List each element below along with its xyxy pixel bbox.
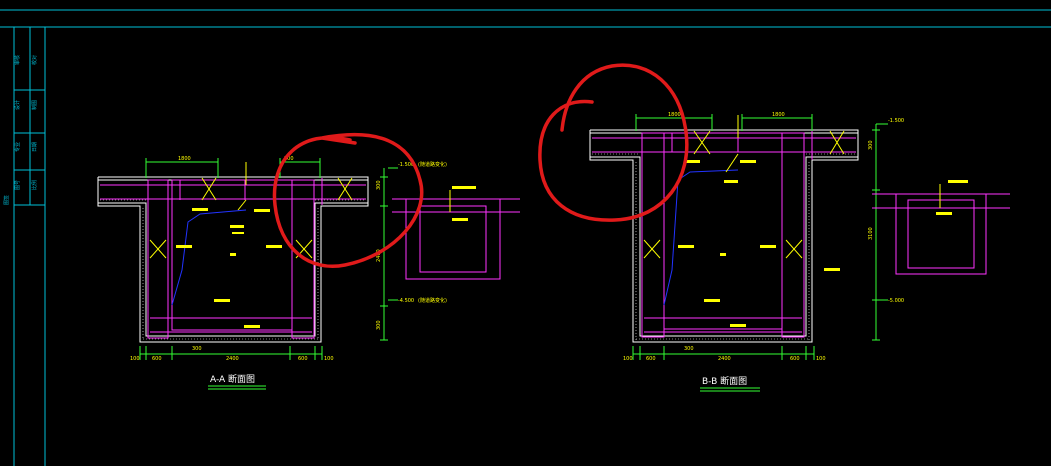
section-a-bottom-dim-1: 100 [130,356,140,362]
section-b-level-top: -1.500 [888,118,904,124]
section-b-rebar [592,130,856,338]
section-b-bottom-dim-5: 100 [816,356,826,362]
section-b-title: B-B 断面图 [702,375,747,387]
section-a-annotations [176,162,282,328]
svg-text:图签: 图签 [3,195,10,205]
section-a-lead-line [171,209,247,306]
section-b-top-dim-left: 1800 [668,112,681,118]
title-block-cells: 审核 校对 设计 制图 专业 日期 图号 比例 图签 [3,55,38,205]
section-b-top-dim-right: 1800 [772,112,785,118]
section-a-bottom-dim-3: 2400 [226,356,239,362]
section-a-level-bottom-note: (随道路变化) [418,297,447,304]
section-a-dimension-text: 1800 300 -1.500 (随道路变化) -4.500 (随道路变化) 3… [130,156,447,362]
section-a-title: A-A 断面图 [210,373,255,385]
drawing-frame [0,9,1051,466]
section-b-level-bottom: -5.000 [888,298,904,304]
svg-text:校对: 校对 [31,55,38,65]
red-circle-markup-a [272,132,424,268]
section-a-right-dim-3: 300 [376,320,382,330]
section-a-bottom-dim-5: 100 [324,356,334,362]
section-a-hatch [100,199,366,340]
section-b-bottom-dim-4: 600 [790,356,800,362]
section-b-drawing[interactable]: 1800 1800 -1.500 -5.000 300 3100 100 600… [589,112,1010,392]
svg-text:制图: 制图 [31,100,38,110]
section-b-dimensions [632,114,888,360]
section-a-bottom-dim-4: 600 [298,356,308,362]
section-b-detail [872,180,1010,275]
section-a-cross-marks [149,177,353,259]
section-b-bottom-dim-1: 100 [623,356,633,362]
section-a-drawing[interactable]: 1800 300 -1.500 (随道路变化) -4.500 (随道路变化) 3… [97,156,520,390]
section-a-level-bottom: -4.500 [398,298,414,304]
section-a-level-top: -1.500 [398,162,414,168]
section-b-bottom-dim-3: 2400 [718,356,731,362]
section-b-hatch [592,153,856,340]
section-a-detail [392,186,520,280]
section-b-right-dim-2: 3100 [868,227,874,240]
section-a-bottom-dim-2: 600 [152,356,162,362]
section-b-right-dim-1: 300 [868,140,874,150]
section-a-bottom-small: 300 [192,346,202,352]
svg-text:专业: 专业 [14,142,21,152]
section-a-outline [97,176,369,343]
red-circle-markup-b [538,63,689,222]
section-b-dimension-text: 1800 1800 -1.500 -5.000 300 3100 100 600… [623,112,904,362]
svg-text:设计: 设计 [14,100,21,110]
section-a-right-dim-2: 2400 [376,249,382,262]
section-b-annotations [678,115,840,327]
svg-text:比例: 比例 [31,180,38,190]
svg-text:审核: 审核 [14,55,21,65]
section-b-cross-marks [643,130,845,259]
section-a-dimensions [139,158,398,360]
section-a-level-top-note: (随道路变化) [418,161,447,168]
section-b-bottom-small: 300 [684,346,694,352]
svg-text:日期: 日期 [32,142,38,152]
section-a-top-dim-right: 300 [284,156,294,162]
section-a-right-dim-1: 300 [376,180,382,190]
section-b-outline [589,129,859,343]
section-a-top-dim: 1800 [178,156,191,162]
svg-text:图号: 图号 [15,180,21,190]
section-a-rebar [100,178,366,339]
section-b-bottom-dim-2: 600 [646,356,656,362]
